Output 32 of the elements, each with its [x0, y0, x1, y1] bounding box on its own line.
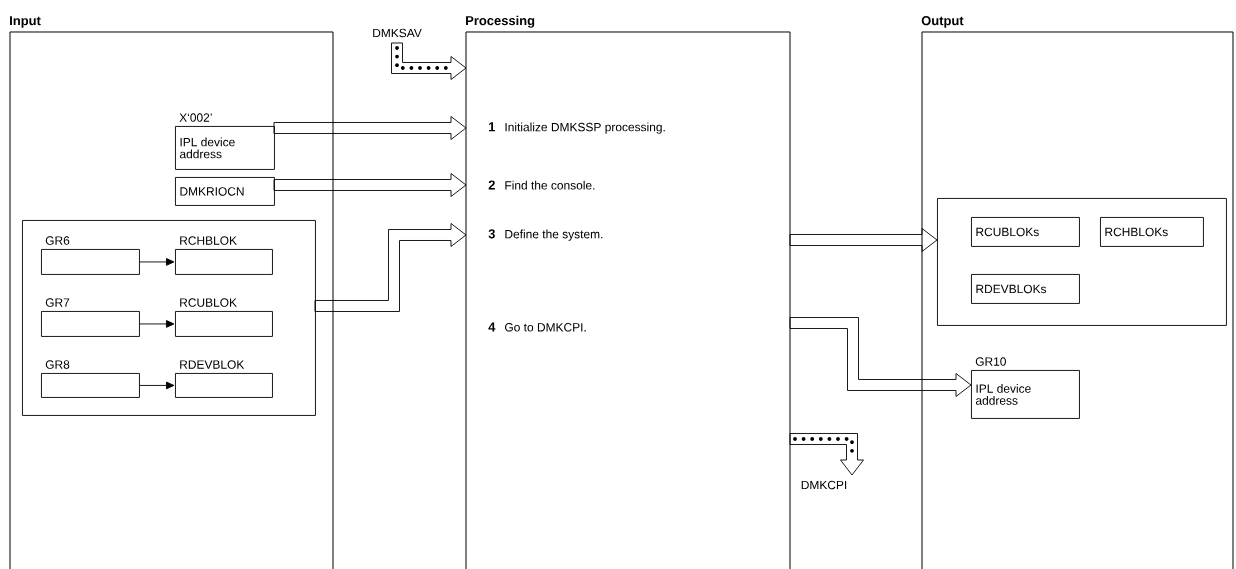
data-box: DMKRIOCN — [175, 177, 275, 206]
data-box: RCHBLOKs — [1100, 217, 1204, 247]
box-heading: RDEVBLOK — [180, 360, 245, 369]
group-frame — [937, 198, 1227, 326]
wide-arrow — [789, 228, 938, 252]
box-heading: GR8 — [45, 360, 70, 369]
box-heading: GR10 — [975, 357, 1006, 366]
wide-arrow — [273, 116, 467, 140]
wide-arrow — [789, 317, 972, 397]
box-heading: GR7 — [45, 298, 70, 307]
step-text: 1 Initialize DMKSSP processing. — [489, 122, 665, 134]
arrow — [139, 320, 175, 328]
dotted-arrow — [789, 433, 864, 476]
module-name: DMKCPI — [801, 480, 847, 490]
data-box: IPL device address — [175, 126, 275, 170]
wide-arrow — [314, 223, 467, 312]
box-heading: GR6 — [45, 236, 70, 245]
wide-arrow — [273, 173, 467, 197]
dotted-arrow — [391, 42, 467, 80]
data-box: IPL device address — [971, 370, 1080, 419]
step-text: 4 Go to DMKCPI. — [488, 322, 586, 332]
box-heading: RCUBLOK — [180, 298, 237, 307]
step-text: 2 Find the console. — [488, 180, 595, 190]
data-box: RCUBLOKs — [971, 217, 1080, 247]
box-heading: X‘002’ — [179, 113, 212, 122]
module-name: DMKSAV — [373, 28, 422, 38]
arrow — [139, 258, 175, 266]
data-box: RDEVBLOKs — [971, 274, 1080, 304]
box-heading: RCHBLOK — [180, 236, 237, 245]
arrow — [139, 381, 175, 390]
step-text: 3 Define the system. — [488, 229, 603, 241]
group-frame — [22, 220, 316, 416]
